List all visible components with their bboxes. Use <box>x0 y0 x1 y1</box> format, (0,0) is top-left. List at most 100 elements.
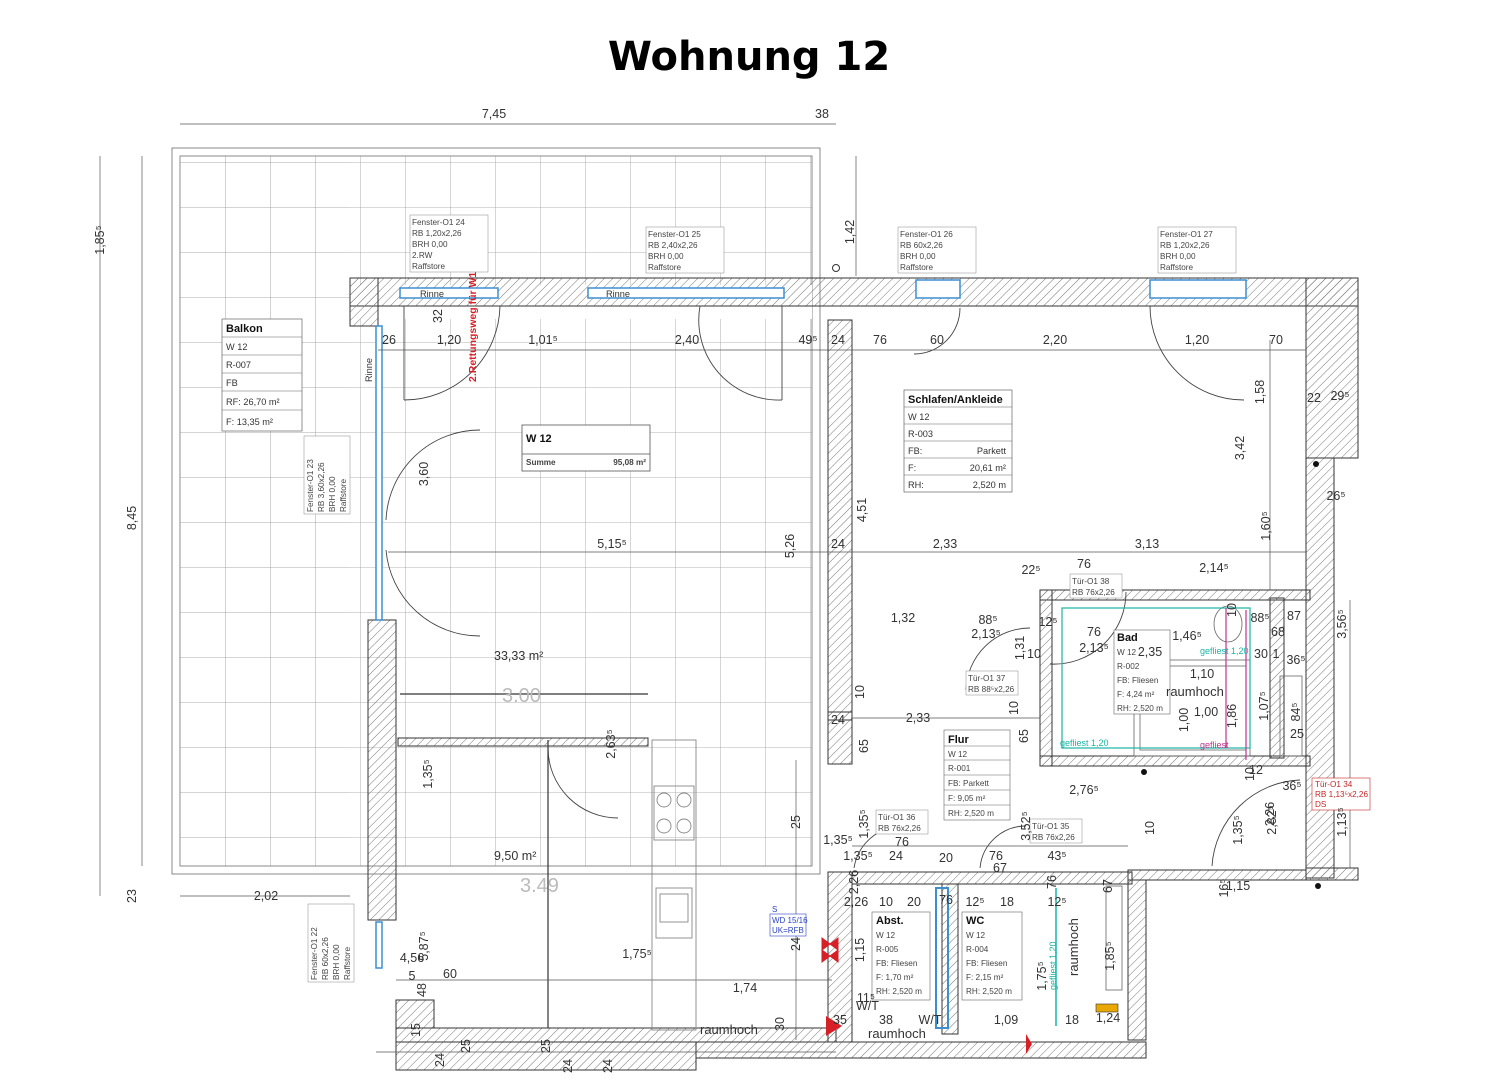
dimension-label: 36⁵ <box>1282 779 1301 793</box>
dimension-label: 10 <box>879 895 893 909</box>
dimension-label: 67 <box>993 861 1007 875</box>
dimension-label: 2,02 <box>254 889 278 903</box>
rinne-label: Rinne <box>364 358 374 382</box>
schlafen-f-label: F: <box>908 463 916 473</box>
dimension-label: 36⁵ <box>1286 653 1305 667</box>
dimension-label: 10 <box>853 685 867 699</box>
window-tag-store: Raffstore <box>339 478 348 512</box>
kitchen-width-faint: 3.49 <box>520 875 559 897</box>
dimension-label: 1,42 <box>843 220 857 244</box>
room-label-wc: WC W 12 R-004 FB: Fliesen F: 2,15 m² RH:… <box>961 911 1023 1001</box>
dimension-label: 68 <box>1271 625 1285 639</box>
window-tag-name: Fenster-O1 27 <box>1160 230 1213 239</box>
tile-note: gefliest 1,20 <box>1200 646 1249 656</box>
dimension-label: 1,32 <box>891 611 915 625</box>
schlafen-fb-value: Parkett <box>977 446 1007 456</box>
window-tag-extra: 2.RW <box>412 251 433 260</box>
dimension-lines <box>99 123 1351 1053</box>
dimension-label: 60 <box>443 967 457 981</box>
window-tag-name: Fenster-O1 25 <box>648 230 701 239</box>
dimension-label: 2,63⁵ <box>604 729 618 759</box>
accent-lines <box>821 264 1321 1054</box>
dimension-label: 88⁵ <box>1250 611 1269 625</box>
wc-f: F: 2,15 m² <box>966 973 1004 982</box>
abst-unit: W 12 <box>876 931 896 940</box>
bad-name: Bad <box>1117 632 1138 644</box>
dimension-label: 76 <box>895 835 909 849</box>
bad-unit: W 12 <box>1117 648 1137 657</box>
summary-name: W 12 <box>526 433 552 445</box>
dimension-label: 16⁵ <box>1217 878 1231 897</box>
door-tag-name: Tür-O1 35 <box>1032 822 1070 831</box>
flur-unit: W 12 <box>948 750 968 759</box>
door-tag-rb: RB 88⁵x2,26 <box>968 685 1015 694</box>
kitchen-area: 9,50 m² <box>494 849 536 863</box>
schlafen-id: R-003 <box>908 429 933 439</box>
schlafen-rh-value: 2,520 m <box>973 480 1007 490</box>
abst-rh: RH: 2,520 m <box>876 987 922 996</box>
dimension-label: 3,60 <box>417 462 431 486</box>
dimension-label: 10 <box>1027 647 1041 661</box>
dimension-label: 24 <box>889 849 903 863</box>
dimension-label: 22⁵ <box>1021 563 1040 577</box>
dimension-label: 65 <box>1017 729 1031 743</box>
window-tag-store: Raffstore <box>900 263 934 272</box>
dimension-label: 1,15 <box>1226 879 1250 893</box>
dimension-label: 18 <box>1000 895 1014 909</box>
dimension-label: 2,14⁵ <box>1199 561 1229 575</box>
dimension-label: 1,75⁵ <box>1035 961 1049 991</box>
dimension-label: 24 <box>831 713 845 727</box>
window-tag-rb: RB 1,20x2,26 <box>1160 241 1210 250</box>
door-tag-name: Tür-O1 36 <box>878 813 916 822</box>
summary-box: W 12 Summe 95,08 m² <box>521 424 651 472</box>
dimension-label: 12 <box>1249 763 1263 777</box>
dimension-label: 10 <box>1225 603 1239 617</box>
dimension-label: 5 <box>409 969 416 983</box>
window-tag-rb: RB 1,20x2,26 <box>412 229 462 238</box>
room-label-flur: Flur W 12 R-001 FB: Parkett F: 9,05 m² R… <box>943 729 1011 821</box>
door-red-rb: RB 1,13⁵x2,26 <box>1315 790 1368 799</box>
dimension-label: 8,45 <box>125 506 139 530</box>
dimension-label: 1,31 <box>1013 636 1027 660</box>
kitchen-counter <box>651 739 697 1031</box>
living-width-faint: 3.00 <box>502 685 541 707</box>
dimension-label: 5,15⁵ <box>597 537 627 551</box>
door-tag-rb: RB 76x2,26 <box>1032 833 1075 842</box>
dimension-label: 24 <box>561 1059 575 1073</box>
dimension-label: 2,20 <box>1043 333 1067 347</box>
raumhoch-label: raumhoch <box>1066 918 1081 976</box>
window-tag-brh: BRH 0,00 <box>648 252 684 261</box>
tile-note: gefliest <box>1200 740 1229 750</box>
raumhoch-label: raumhoch <box>868 1026 926 1041</box>
window-tag-rb: RB 60x2,26 <box>900 241 943 250</box>
wd-uk: UK=RFB <box>772 926 804 935</box>
dimension-label: 5,26 <box>783 534 797 558</box>
window-tag-name: Fenster-O1 26 <box>900 230 953 239</box>
schlafen-unit: W 12 <box>908 412 929 422</box>
room-label-bad: Bad W 12 R-002 FB: Fliesen F: 4,24 m² RH… <box>1113 629 1171 715</box>
dimension-label: 24 <box>831 537 845 551</box>
dimension-label: 20 <box>939 851 953 865</box>
window-openings <box>375 279 1247 969</box>
raumhoch-label: raumhoch <box>1166 684 1224 699</box>
dimension-label: 1,35⁵ <box>823 833 853 847</box>
living-area: 33,33 m² <box>494 649 543 663</box>
room-label-abst: Abst. W 12 R-005 FB: Fliesen F: 1,70 m² … <box>871 911 931 1001</box>
door-tag-rb: RB 76x2,26 <box>878 824 921 833</box>
dimension-label: 67 <box>1101 879 1115 893</box>
dimension-label: 1,60⁵ <box>1259 511 1273 541</box>
dimension-label: 7,45 <box>482 107 506 121</box>
summary-value: 95,08 m² <box>613 458 646 467</box>
page-title: Wohnung 12 <box>607 34 891 80</box>
dimension-label: 60 <box>930 333 944 347</box>
dimension-label: 1,85⁵ <box>93 225 107 255</box>
rinne-label: Rinne <box>420 289 444 299</box>
dimension-label: 1,74 <box>733 981 757 995</box>
dimension-label: 4,56 <box>400 951 424 965</box>
bad-rh: RH: 2,520 m <box>1117 704 1163 713</box>
